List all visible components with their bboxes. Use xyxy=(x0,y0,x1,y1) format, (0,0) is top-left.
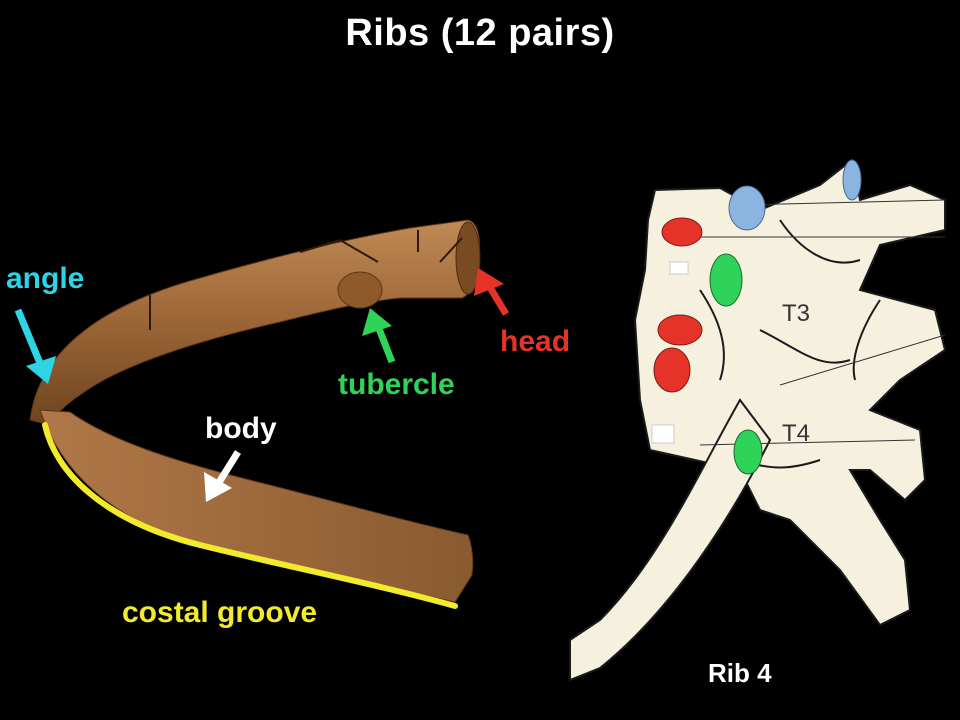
tubercle-arrow xyxy=(362,308,396,364)
head-arrow xyxy=(474,268,510,316)
rib-bone xyxy=(29,219,481,603)
slide-title: Ribs (12 pairs) xyxy=(345,12,615,54)
green-facet xyxy=(709,253,743,307)
body-label: body xyxy=(205,412,277,445)
body-arrow xyxy=(204,450,241,502)
rib4-label: Rib 4 xyxy=(708,658,772,688)
t3-label: T3 xyxy=(782,300,811,327)
green-facet xyxy=(733,429,763,475)
angle-label: angle xyxy=(6,262,85,295)
vertebra-diagram xyxy=(535,155,960,720)
t4-label: T4 xyxy=(782,420,811,447)
red-facet xyxy=(661,217,703,247)
red-facet xyxy=(653,347,691,393)
costal-groove-line xyxy=(42,422,458,609)
red-facet xyxy=(657,314,703,346)
blue-facet xyxy=(728,185,766,231)
head-label: head xyxy=(500,325,571,358)
blue-facet xyxy=(842,159,862,201)
costal-groove-label: costal groove xyxy=(122,596,318,629)
tubercle-label: tubercle xyxy=(338,368,455,401)
angle-arrow xyxy=(14,308,56,384)
